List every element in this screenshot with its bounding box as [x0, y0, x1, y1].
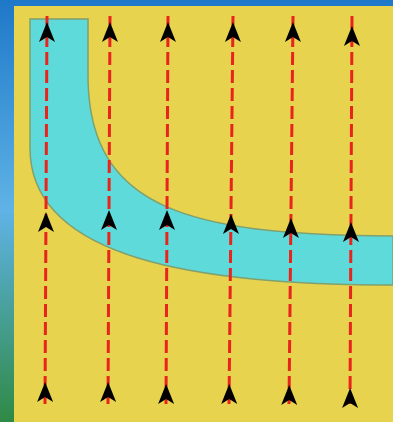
- up-arrow-icon: [101, 210, 117, 230]
- up-arrow-icon: [37, 382, 54, 402]
- up-arrow-icon: [343, 26, 360, 46]
- up-arrow-icon: [342, 222, 359, 242]
- field-line: [348, 15, 354, 405]
- up-arrow-icon: [101, 22, 118, 42]
- field-line: [106, 15, 112, 405]
- field-lines: [43, 15, 354, 405]
- field-line: [287, 15, 295, 405]
- up-arrow-icon: [159, 210, 175, 230]
- up-arrow-icon: [224, 22, 241, 42]
- up-arrow-icon: [282, 218, 299, 238]
- up-arrow-icon: [342, 388, 359, 408]
- field-line: [164, 15, 170, 405]
- up-arrow-icon: [38, 22, 55, 42]
- up-arrow-icon: [158, 384, 175, 404]
- up-arrow-icon: [221, 384, 238, 404]
- up-arrow-icon: [281, 385, 298, 405]
- up-arrow-icon: [37, 212, 54, 232]
- curved-channel: [29, 18, 393, 286]
- up-arrow-icon: [284, 22, 301, 42]
- arrowheads: [37, 22, 360, 408]
- up-arrow-icon: [159, 22, 176, 42]
- up-arrow-icon: [100, 382, 117, 402]
- up-arrow-icon: [222, 214, 239, 234]
- field-line: [43, 15, 49, 405]
- field-line: [227, 15, 235, 405]
